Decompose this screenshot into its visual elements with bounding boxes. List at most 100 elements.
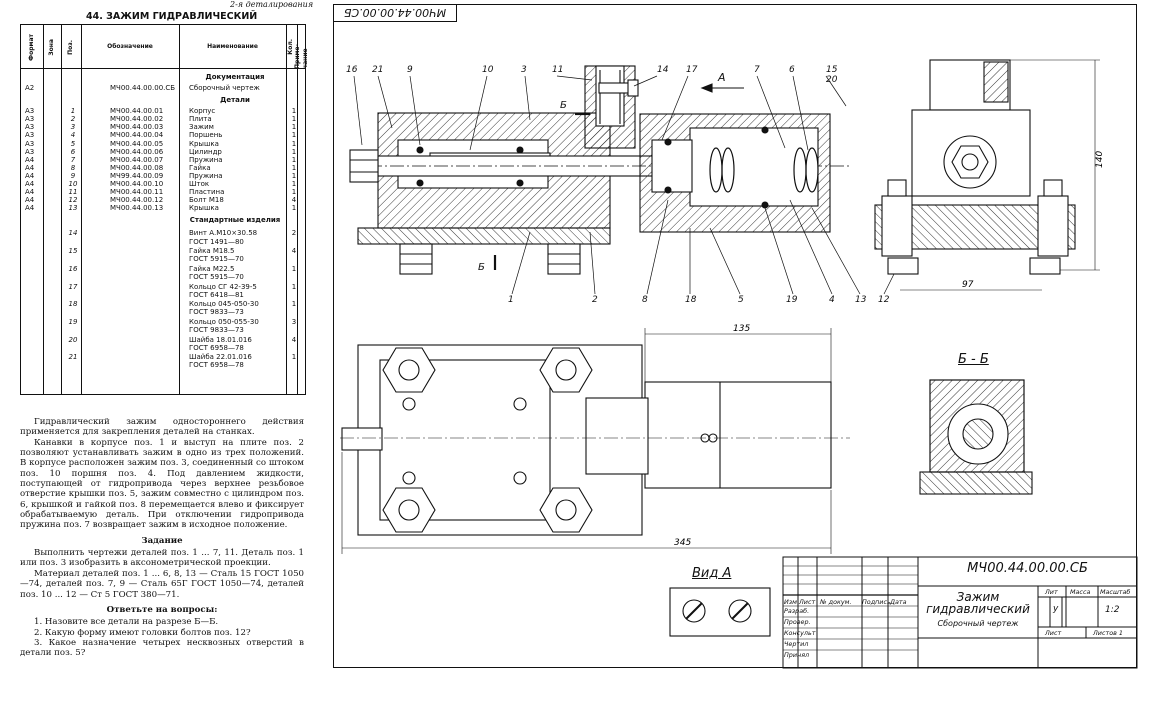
spec-cell-designation: МЧ00.44.00.07 <box>110 155 164 164</box>
plan-view <box>340 344 850 536</box>
view-a-plate <box>669 587 771 637</box>
description-paragraph: Канавки в корпусе поз. 1 и выступ на пли… <box>20 437 304 531</box>
spec-cell-qty: 2 <box>291 229 297 238</box>
tb-doc-type: Сборочный чертеж <box>937 619 1019 628</box>
specification-table: Формат Зона Поз. Обозначение Наименовани… <box>20 24 309 395</box>
arrow-a-label: А <box>718 71 726 84</box>
spec-cell-format: А4 <box>25 155 35 164</box>
spec-cell-name: Шток <box>189 180 210 188</box>
spec-cell-name: Пластина <box>189 188 225 197</box>
tb-lit-label: Лит <box>1045 588 1058 596</box>
spec-cell-qty: 1 <box>291 171 297 180</box>
spec-cell-qty: 1 <box>291 282 297 291</box>
task-text: Выполнить чертежи деталей поз. 1 ... 7, … <box>20 548 304 569</box>
leader-5: 5 <box>738 295 744 305</box>
spec-cell-pos: 6 <box>70 147 76 156</box>
spec-cell-qty: 1 <box>291 353 297 362</box>
spec-cell-pos: 9 <box>70 171 76 180</box>
spec-cell-qty: 1 <box>291 155 297 164</box>
side-dimensions <box>900 59 1100 291</box>
header-designation: Обозначение <box>107 42 153 50</box>
leader-11: 11 <box>552 65 563 75</box>
spec-cell-name: Сборочный чертеж <box>189 84 260 92</box>
spec-cell-format: А4 <box>25 204 35 213</box>
nut-16 <box>349 149 379 183</box>
spec-cell-qty: 1 <box>291 163 297 172</box>
leader-16: 16 <box>346 65 358 75</box>
spec-cell-name: Корпус <box>189 107 216 116</box>
spec-section-heading: Детали <box>220 96 250 105</box>
spec-cell-qty: 1 <box>291 204 297 213</box>
question-2: 2. Какую форму имеют головки болтов поз.… <box>34 627 251 638</box>
spec-cell-pos: 7 <box>70 155 76 164</box>
spec-cell-pos: 19 <box>68 317 78 326</box>
spec-cell-name: ГОСТ 9833—73 <box>189 308 244 317</box>
spec-cell-qty: 1 <box>291 264 297 273</box>
position-leaders <box>353 75 901 295</box>
spec-cell-designation: МЧ00.44.00.00.СБ <box>110 84 176 92</box>
spec-cell-name: Плита <box>189 115 212 124</box>
description-paragraph: Гидравлический зажим одностороннего дейс… <box>20 417 304 438</box>
question-3: 3. Какое назначение четырех несквозных о… <box>20 637 304 659</box>
tb-mass-label: Масса <box>1070 588 1091 596</box>
spec-cell-name: Гайка М18.5 <box>189 247 235 256</box>
spec-cell-pos: 18 <box>68 300 78 309</box>
tb-role: Чертил <box>784 640 809 648</box>
spec-cell-designation: МЧ00.44.00.01 <box>110 107 164 116</box>
spec-cell-pos: 20 <box>68 335 78 344</box>
spec-cell-pos: 17 <box>68 282 78 291</box>
leader-7: 7 <box>754 65 760 75</box>
section-bb-title: Б - Б <box>958 352 989 367</box>
leader-19: 19 <box>786 295 798 305</box>
spec-cell-designation: МЧ00.44.00.10 <box>110 180 164 188</box>
spec-cell-format: А4 <box>25 180 35 188</box>
leader-2: 2 <box>592 295 598 305</box>
leader-labels: 16 21 9 10 3 11 14 17 7 6 15 20 1 2 8 18… <box>346 65 890 305</box>
spec-cell-qty: 4 <box>291 247 297 256</box>
dim-140: 140 <box>1095 151 1105 168</box>
spec-cell-pos: 5 <box>70 139 76 148</box>
questions-heading: Ответьте на вопросы: <box>106 604 218 615</box>
spec-cell-qty: 1 <box>291 147 297 156</box>
spec-cell-designation: МЧ00.44.00.13 <box>110 204 164 213</box>
cut-b-label-top: Б <box>560 100 567 111</box>
title-block: МЧ00.44.00.00.СБ Зажим гидравлический Сб… <box>783 557 1137 668</box>
spec-cell-name: Цилиндр <box>189 147 222 156</box>
bolt-12-left <box>399 243 433 275</box>
spec-cell-name: Болт М18 <box>189 196 224 205</box>
leader-17: 17 <box>686 65 698 75</box>
spec-cell-pos: 12 <box>68 196 78 205</box>
spec-cell-pos: 8 <box>70 163 76 172</box>
leader-6: 6 <box>789 65 795 75</box>
spec-cell-designation: МЧ00.44.00.04 <box>110 131 164 140</box>
plan-cylinder <box>644 381 832 489</box>
base-plate <box>357 227 611 245</box>
spec-cell-pos: 13 <box>68 204 78 213</box>
spec-cell-pos: 16 <box>68 264 78 273</box>
leader-21: 21 <box>372 65 383 75</box>
spec-cell-name: Винт А.М10×30.58 <box>189 229 258 238</box>
spec-row: 17 1 <box>21 283 305 291</box>
spec-cell-name: ГОСТ 6958—78 <box>189 361 244 370</box>
spec-cell-pos: 21 <box>68 353 78 362</box>
cut-b-label-bottom: Б <box>478 262 485 273</box>
spec-cell-name: Шайба 18.01.016 <box>189 335 252 344</box>
spec-cell-designation: МЧ00.44.00.03 <box>110 123 164 132</box>
tb-code: МЧ00.44.00.00.СБ <box>967 561 1088 576</box>
leader-18: 18 <box>685 295 697 305</box>
front-section-view <box>349 65 850 275</box>
spec-cell-name: Пружина <box>189 155 223 164</box>
spec-cell-name: Кольцо СГ 42-39-5 <box>189 282 257 291</box>
spec-cell-name: ГОСТ 6418—81 <box>189 290 244 299</box>
spec-cell-name: ГОСТ 9833—73 <box>189 326 244 334</box>
page-title: 44. ЗАЖИМ ГИДРАВЛИЧЕСКИЙ <box>86 11 258 22</box>
tb-name-line1: Зажим <box>956 590 1000 604</box>
spec-cell-qty: 1 <box>291 139 297 148</box>
spec-cell-qty: 1 <box>291 131 297 140</box>
